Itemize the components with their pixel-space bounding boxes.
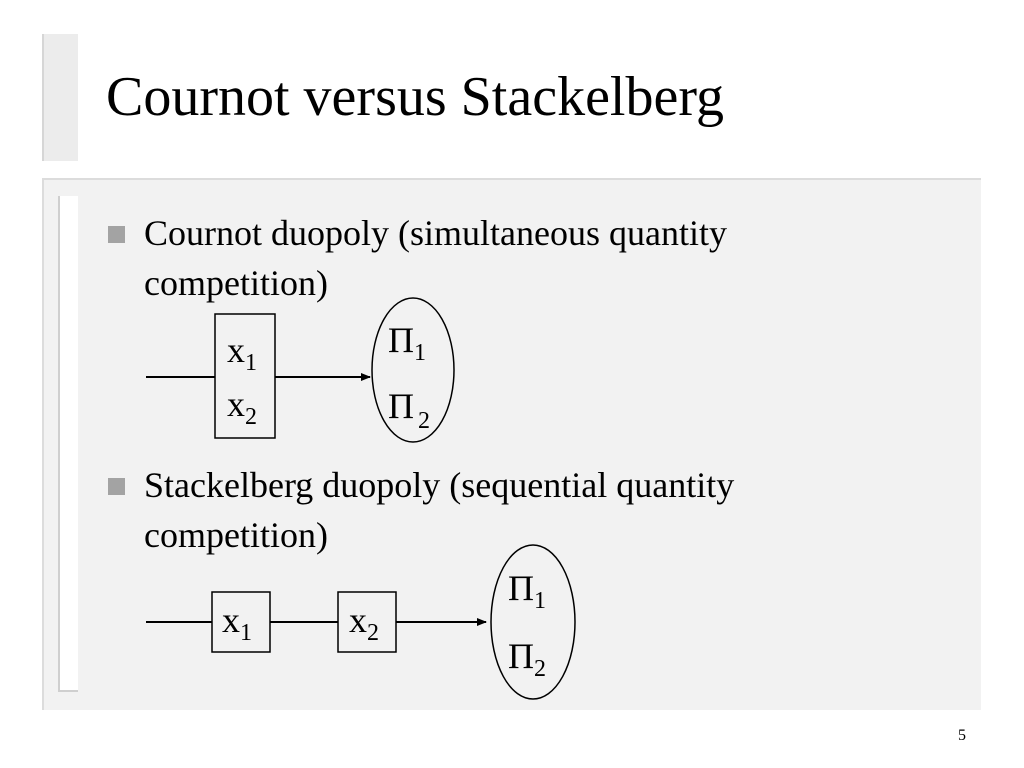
- cournot-x2-label: x2: [227, 384, 257, 430]
- bullet-text-line-1: Cournot duopoly (simultaneous quantity: [144, 213, 727, 253]
- bullet-text-line-2: competition): [144, 263, 328, 303]
- bullet-square-icon: [108, 226, 125, 243]
- stackelberg-x1-label: x1: [222, 600, 252, 646]
- bullet-stackelberg: Stackelberg duopoly (sequential quantity…: [108, 460, 908, 560]
- stackelberg-pi2-label: Π2: [508, 636, 546, 682]
- cournot-x1-label: x1: [227, 330, 257, 376]
- bullet-text-line-1: Stackelberg duopoly (sequential quantity: [144, 465, 735, 505]
- title-accent-bar: [42, 34, 78, 161]
- stackelberg-payoff-ellipse: [490, 544, 576, 700]
- cournot-pi1-label: Π1: [388, 320, 426, 366]
- bullet-square-icon: [108, 478, 125, 495]
- slide-title: Cournot versus Stackelberg: [106, 66, 724, 128]
- stackelberg-x2-label: x2: [349, 600, 379, 646]
- page-number: 5: [958, 727, 966, 744]
- cournot-payoff-ellipse: [371, 297, 455, 443]
- stackelberg-pi1-label: Π1: [508, 568, 546, 614]
- bullet-cournot: Cournot duopoly (simultaneous quantity c…: [108, 208, 908, 308]
- stackelberg-diagram: x1 x2 Π1 Π2: [146, 544, 576, 700]
- content-accent-bar: [58, 196, 78, 692]
- bullet-text-line-2: competition): [144, 515, 328, 555]
